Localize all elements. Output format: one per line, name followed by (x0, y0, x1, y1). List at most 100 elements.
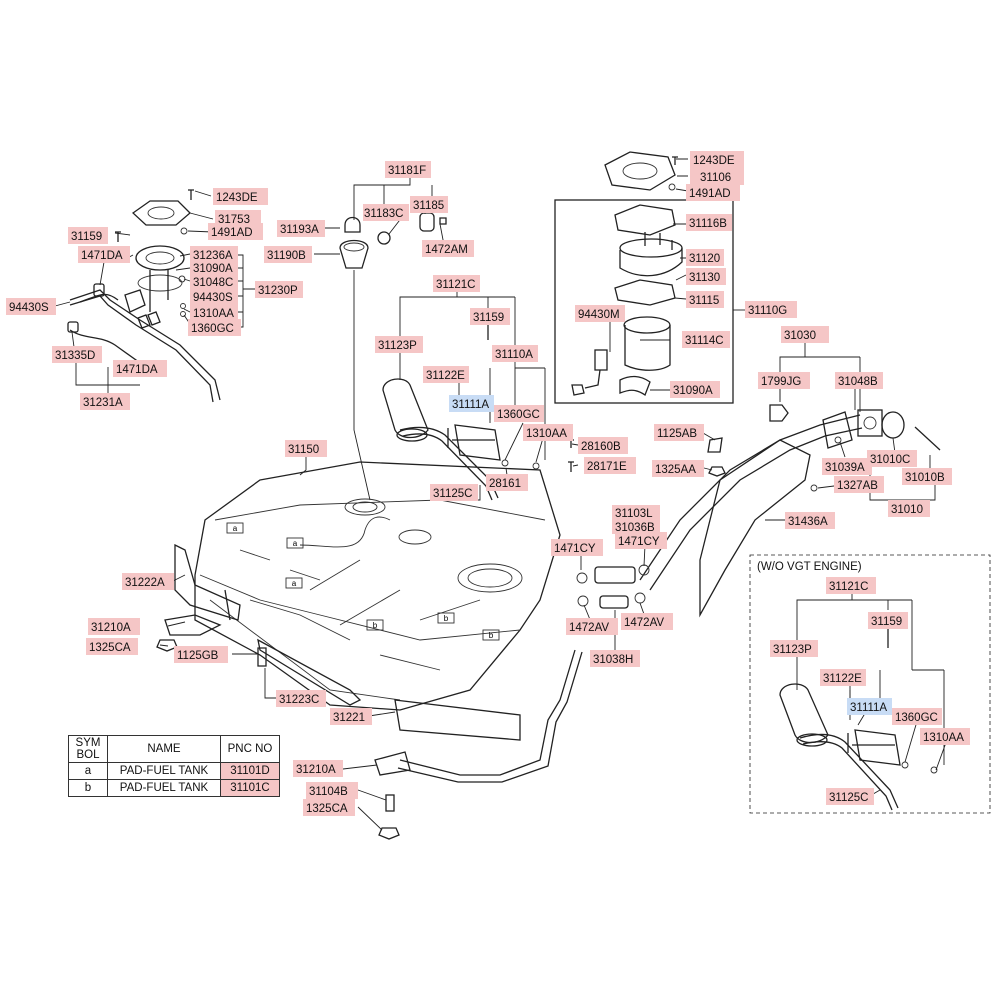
part-label: 31159 (68, 227, 108, 244)
straps-brackets-drawing (156, 543, 583, 840)
part-label: 31110G (745, 301, 797, 318)
part-label: 1243DE (213, 188, 268, 205)
part-label: 31122E (423, 366, 469, 383)
part-label: 31181F (385, 161, 431, 178)
part-label: 31106 (690, 168, 744, 185)
part-label: 31130 (686, 268, 726, 285)
svg-text:31125C: 31125C (829, 792, 868, 804)
svg-text:1360GC: 1360GC (497, 409, 540, 421)
part-label: 28171E (584, 457, 636, 474)
svg-text:28161: 28161 (489, 478, 521, 490)
part-label: 31221 (330, 708, 372, 725)
svg-text:31111A: 31111A (452, 399, 489, 411)
svg-text:94430S: 94430S (193, 292, 233, 304)
part-label: 31185 (410, 196, 448, 213)
part-label: 1310AA (190, 304, 238, 321)
part-label: 31122E (820, 669, 866, 686)
part-label: 94430S (6, 298, 56, 315)
part-label: 31231A (80, 393, 130, 410)
legend-row: a PAD-FUEL TANK 31101D (68, 762, 280, 780)
svg-text:1472AV: 1472AV (624, 617, 664, 629)
svg-text:1125AB: 1125AB (657, 428, 697, 440)
part-label: 31110A (492, 345, 538, 362)
svg-text:31048B: 31048B (838, 376, 878, 388)
tank-mark: a (293, 539, 298, 548)
svg-text:31181F: 31181F (388, 165, 426, 177)
svg-text:31039A: 31039A (825, 462, 865, 474)
legend-header-row: SYM BOL NAME PNC NO (68, 735, 280, 763)
svg-text:31030: 31030 (784, 330, 816, 342)
vent-hoses-drawing (576, 564, 650, 609)
part-label: 1325CA (86, 638, 138, 655)
part-label: 31010 (888, 500, 930, 517)
svg-text:1325CA: 1325CA (89, 642, 131, 654)
svg-text:31150: 31150 (288, 444, 319, 456)
svg-text:31221: 31221 (333, 712, 365, 724)
legend-symbol: b (68, 779, 108, 797)
filler-neck-drawing (639, 404, 941, 618)
legend-symbol: a (68, 762, 108, 780)
tank-mark: a (233, 524, 238, 533)
svg-text:1471CY: 1471CY (554, 543, 596, 555)
svg-text:31123P: 31123P (378, 340, 417, 352)
svg-text:31159: 31159 (71, 231, 102, 243)
part-label: 31150 (285, 440, 327, 457)
part-label: 31030 (781, 326, 829, 343)
legend-name: PAD-FUEL TANK (107, 762, 221, 780)
legend-header-symbol: SYM BOL (68, 735, 108, 763)
pump-module-box (554, 199, 734, 404)
legend-pnc: 31101D (220, 762, 280, 780)
svg-text:1310AA: 1310AA (923, 732, 964, 744)
svg-text:1125GB: 1125GB (177, 650, 219, 662)
part-label: 31116B (686, 214, 732, 231)
svg-text:1472AV: 1472AV (569, 622, 609, 634)
legend-row: b PAD-FUEL TANK 31101C (68, 779, 280, 797)
svg-text:31223C: 31223C (279, 694, 319, 706)
part-label: 31123P (770, 640, 818, 657)
svg-text:1360GC: 1360GC (191, 323, 234, 335)
part-label: 1471CY (551, 539, 603, 556)
svg-text:31010B: 31010B (905, 472, 945, 484)
svg-text:1472AM: 1472AM (425, 244, 468, 256)
part-label: 1125GB (174, 646, 228, 663)
svg-text:31210A: 31210A (296, 764, 336, 776)
part-labels: 31181F 1243DE 31106 1491AD 1243DE 31753 … (6, 151, 970, 816)
inset-box (749, 554, 991, 814)
part-label: 31159 (470, 308, 510, 325)
svg-text:1243DE: 1243DE (216, 192, 258, 204)
svg-text:1243DE: 1243DE (693, 155, 735, 167)
legend-header-name: NAME (107, 735, 221, 763)
svg-text:31122E: 31122E (426, 370, 465, 382)
part-label: 94430M (575, 305, 625, 322)
part-label: 1799JG (758, 372, 810, 389)
part-label: 31036B (612, 519, 660, 534)
part-label: 31048B (835, 372, 883, 389)
part-label: 31125C (826, 788, 874, 805)
svg-text:31125C: 31125C (433, 488, 472, 500)
svg-text:31114C: 31114C (685, 335, 724, 347)
part-label: 1472AM (422, 240, 474, 257)
svg-text:31090A: 31090A (193, 263, 233, 275)
part-label: 1471CY (615, 532, 667, 549)
part-label: 1243DE (690, 151, 744, 168)
part-label: 1471DA (78, 246, 130, 263)
legend-name: PAD-FUEL TANK (107, 779, 221, 797)
svg-text:1491AD: 1491AD (689, 188, 731, 200)
part-label: 31190B (264, 246, 312, 263)
tank-mark: a (292, 579, 297, 588)
svg-text:31104B: 31104B (309, 786, 348, 798)
svg-text:31116B: 31116B (689, 218, 727, 230)
svg-text:31210A: 31210A (91, 622, 131, 634)
part-label: 31038H (590, 650, 640, 667)
svg-text:1310AA: 1310AA (193, 308, 234, 320)
svg-text:31436A: 31436A (788, 516, 828, 528)
svg-text:31110A: 31110A (495, 349, 533, 361)
svg-text:31103L: 31103L (615, 508, 653, 520)
svg-text:31121C: 31121C (829, 581, 868, 593)
part-label: 1327AB (834, 476, 884, 493)
part-label: 31104B (306, 782, 358, 799)
svg-text:31335D: 31335D (55, 350, 95, 362)
svg-text:31183C: 31183C (364, 208, 403, 220)
svg-text:1471DA: 1471DA (116, 364, 158, 376)
